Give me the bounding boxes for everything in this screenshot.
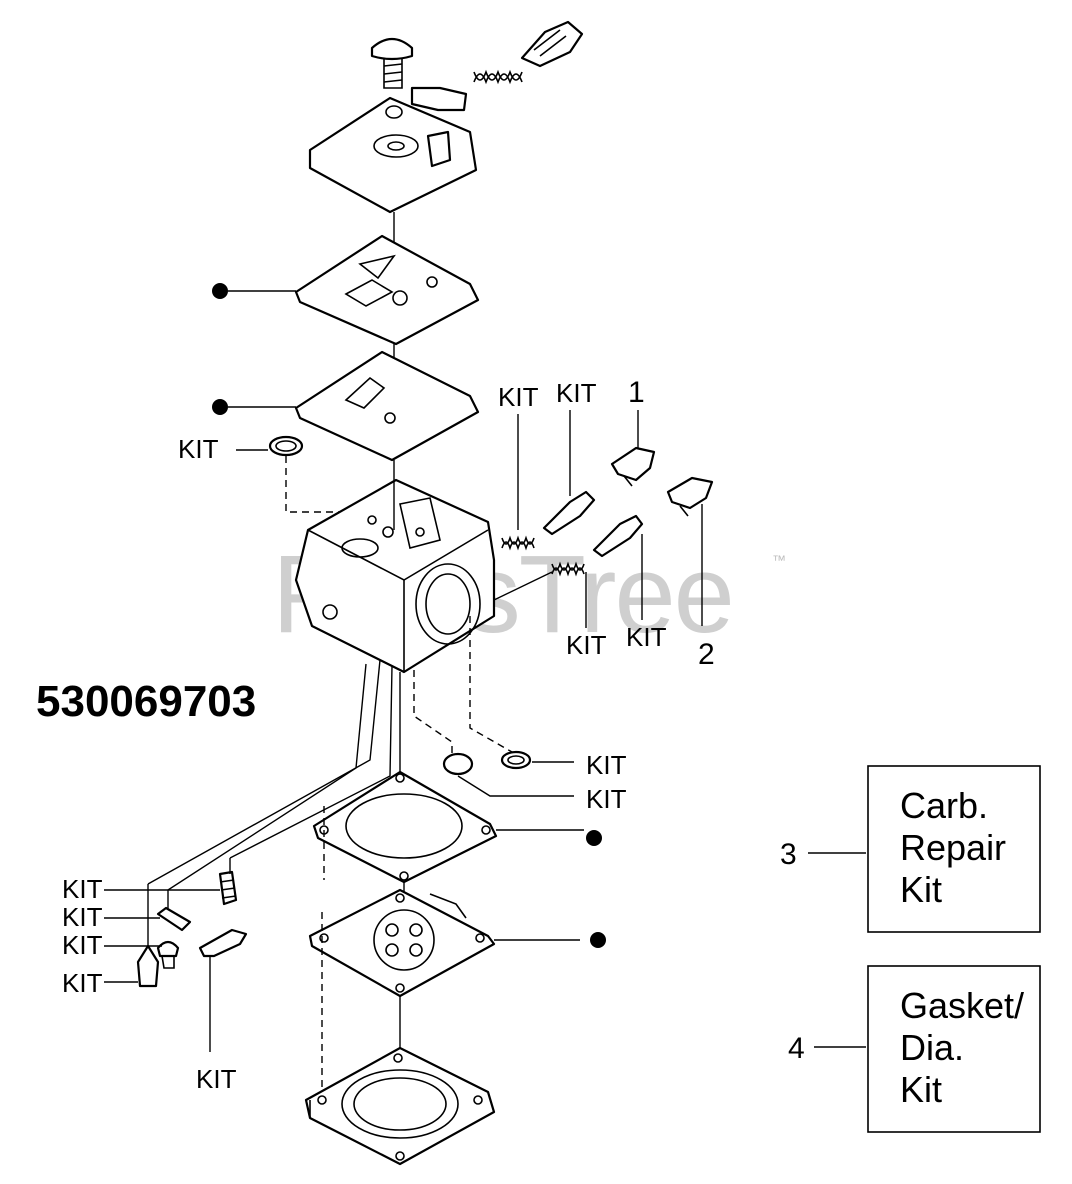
throttle-lever-icon — [410, 86, 468, 112]
legend-carb-repair-kit: Carb. Repair Kit — [867, 765, 1041, 933]
screw-small-icon — [156, 940, 180, 969]
mixture-spring-upper-icon — [501, 535, 535, 551]
part-number: 530069703 — [36, 677, 256, 726]
mixture-needle-lower-icon — [592, 514, 644, 558]
kit-label-screen: KIT — [178, 434, 219, 464]
metering-cover-icon — [308, 96, 478, 214]
kit-label-needle-upper: KIT — [556, 378, 597, 408]
fuel-screen-icon — [500, 750, 532, 770]
kit-label-left-3: KIT — [62, 930, 103, 960]
spring-icon — [473, 69, 523, 85]
hinge-pin-icon — [156, 906, 192, 932]
legend-3-line-1: Carb. — [900, 785, 988, 826]
callout-limiter-1: 1 — [628, 376, 645, 409]
bullet-icon — [212, 283, 228, 299]
pump-gasket-icon — [312, 770, 498, 884]
limiter-cap-1-icon — [610, 446, 656, 487]
kit-label-left-2: KIT — [62, 902, 103, 932]
callout-limiter-2: 2 — [698, 638, 715, 671]
kit-label-spring-upper: KIT — [498, 382, 539, 412]
bullet-icon — [590, 932, 606, 948]
metering-gasket-icon — [294, 350, 480, 462]
watermark-trademark: ™ — [772, 552, 786, 568]
idle-screw-icon — [370, 37, 414, 89]
pump-cover-icon — [304, 1046, 496, 1166]
kit-label-needle-lower: KIT — [626, 622, 667, 652]
metering-spring-icon — [218, 870, 238, 906]
callout-3: 3 — [780, 838, 797, 871]
metering-diaphragm-icon — [294, 234, 480, 346]
legend-gasket-dia-kit: Gasket/ Dia. Kit — [867, 965, 1041, 1133]
bullet-icon — [586, 830, 602, 846]
kit-label-lever: KIT — [196, 1064, 237, 1094]
inlet-needle-icon — [136, 944, 160, 988]
kit-label-left-4: KIT — [62, 968, 103, 998]
carburetor-body-icon — [294, 478, 496, 674]
kit-label-left-1: KIT — [62, 874, 103, 904]
metering-lever-icon — [198, 928, 248, 958]
legend-3-line-3: Kit — [900, 869, 942, 910]
legend-3-line-2: Repair — [900, 827, 1006, 868]
mixture-spring-lower-icon — [551, 561, 585, 577]
legend-4-line-1: Gasket/ — [900, 985, 1024, 1026]
adjusting-screw-icon — [520, 20, 584, 68]
kit-label-screen-lower: KIT — [586, 750, 627, 780]
legend-4-line-2: Dia. — [900, 1027, 964, 1068]
limiter-cap-2-icon — [666, 476, 714, 517]
welch-plug-icon — [442, 752, 474, 776]
bullet-icon — [212, 399, 228, 415]
legend-4-line-3: Kit — [900, 1069, 942, 1110]
mixture-needle-upper-icon — [542, 490, 596, 536]
kit-label-plug: KIT — [586, 784, 627, 814]
pump-diaphragm-icon — [308, 888, 496, 998]
inlet-screen-icon — [268, 435, 304, 457]
callout-4: 4 — [788, 1032, 805, 1065]
kit-label-spring-lower: KIT — [566, 630, 607, 660]
